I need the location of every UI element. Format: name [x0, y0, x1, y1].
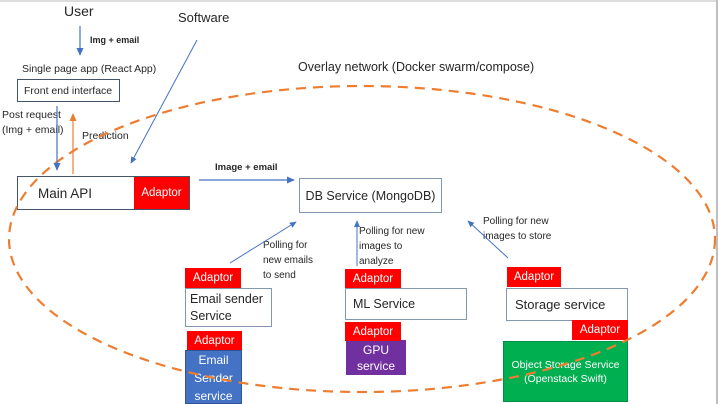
poll-email-label: Polling for new emails to send — [263, 240, 314, 281]
software-label: Software — [178, 10, 230, 25]
frontend-interface-node: Front end interface — [17, 79, 120, 102]
storage-adaptor-bottom: Adaptor — [572, 320, 628, 340]
api-to-db-label: Image + email — [215, 162, 278, 173]
email-sender-container: Email Sender service — [185, 350, 242, 404]
main-api-node: Main API Adaptor — [17, 176, 190, 210]
main-api-adaptor: Adaptor — [134, 177, 189, 209]
slide-right-border — [716, 0, 718, 404]
spa-caption: Single page app (React App) — [22, 63, 157, 75]
poll-store-label: Polling for new images to store — [483, 216, 552, 242]
ml-adaptor-top: Adaptor — [345, 269, 401, 288]
email-adaptor-top: Adaptor — [185, 268, 241, 288]
storage-service-node: Storage service — [506, 288, 628, 321]
email-adaptor-bottom: Adaptor — [187, 331, 242, 350]
prediction-label: Prediction — [82, 130, 129, 142]
user-label: User — [64, 3, 94, 19]
user-arrow-label: Img + email — [90, 35, 140, 45]
slide-top-border — [0, 0, 718, 2]
arrow-software-to-mainapi — [130, 39, 198, 164]
db-service-node: DB Service (MongoDB) — [299, 178, 442, 213]
email-sender-service-node: Email sender Service — [185, 288, 272, 327]
object-storage-container: Object Storage Service (Openstack Swift) — [503, 341, 628, 402]
main-api-label: Main API — [38, 185, 93, 201]
storage-adaptor-top: Adaptor — [507, 267, 561, 287]
gpu-service-container: GPU service — [346, 340, 406, 375]
ml-adaptor-bottom: Adaptor — [345, 322, 401, 341]
overlay-network-title: Overlay network (Docker swarm/compose) — [298, 60, 535, 74]
poll-analyze-label: Polling for new images to analyze — [359, 226, 425, 267]
ml-service-node: ML Service — [345, 288, 467, 320]
post-request-label: Post request (Img + email) — [2, 109, 64, 136]
